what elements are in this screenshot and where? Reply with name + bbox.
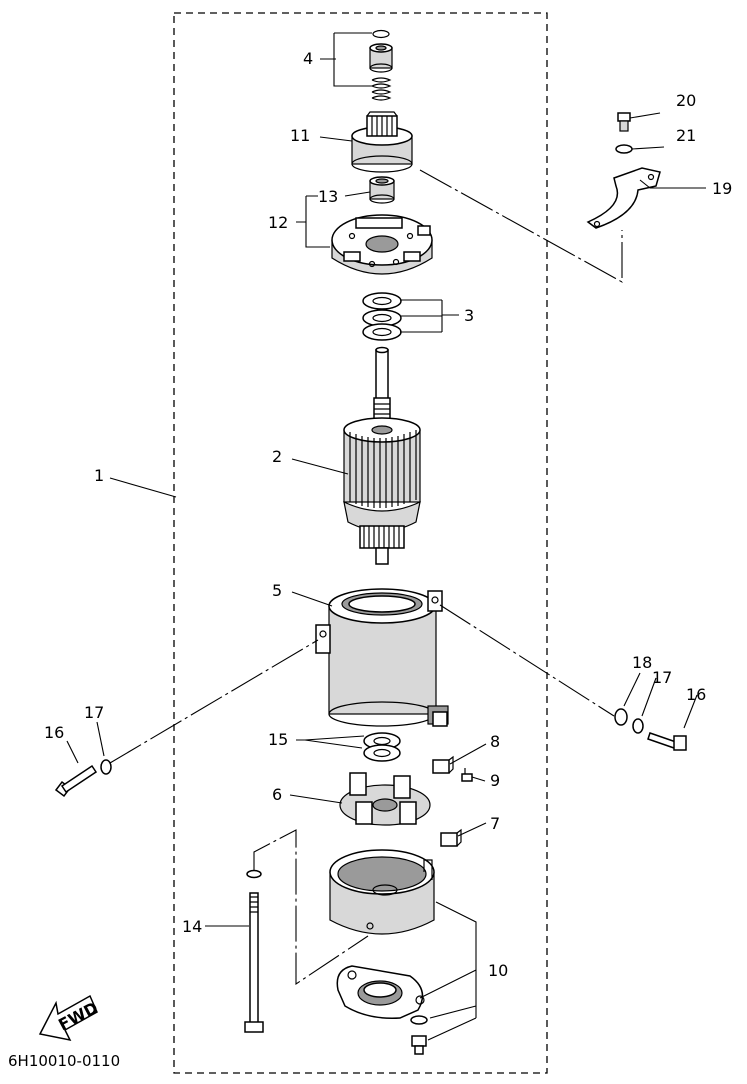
- leader-lines: [66, 32, 706, 1041]
- part-11-pinion-gear: [351, 111, 413, 173]
- callout-19: 19: [712, 179, 732, 198]
- callout-8: 8: [490, 732, 500, 751]
- callout-17-right: 17: [652, 668, 672, 687]
- callout-10: 10: [488, 961, 508, 980]
- assembly-boundary: [173, 12, 548, 1074]
- part-5-yoke: [315, 588, 449, 727]
- callout-2: 2: [272, 447, 282, 466]
- callout-13: 13: [318, 187, 338, 206]
- part-15-washer: [363, 732, 401, 762]
- part-19-20-21-bracket-set: [586, 112, 661, 229]
- callout-1: 1: [94, 466, 104, 485]
- callout-20: 20: [676, 91, 696, 110]
- callout-15: 15: [268, 730, 288, 749]
- callout-7: 7: [490, 814, 500, 833]
- callout-11: 11: [290, 126, 310, 145]
- part-6-brush-holder: [339, 772, 431, 826]
- callout-3: 3: [464, 306, 474, 325]
- callout-21: 21: [676, 126, 696, 145]
- part-7-brush: [440, 828, 462, 847]
- part-16-17-left-bolt: [54, 759, 112, 798]
- callout-17-left: 17: [84, 703, 104, 722]
- callout-labels: 1 2 3 4 5 6 7 8 9 10 11 12 13 14 15 16 1…: [44, 49, 732, 980]
- part-3-washers: [362, 292, 402, 341]
- part-9-spring: [461, 768, 473, 782]
- callout-4: 4: [303, 49, 313, 68]
- part-16-17-18-right-bolt: [614, 708, 687, 751]
- callout-14: 14: [182, 917, 202, 936]
- diagram-code: 6H10010-0110: [8, 1052, 120, 1070]
- callout-16-right: 16: [686, 685, 706, 704]
- part-2-armature: [343, 346, 421, 565]
- callout-18: 18: [632, 653, 652, 672]
- part-4-pinion-stop-set: [369, 29, 393, 101]
- callout-6: 6: [272, 785, 282, 804]
- fwd-arrow-icon: FWD: [38, 994, 101, 1042]
- callout-12: 12: [268, 213, 288, 232]
- callout-9: 9: [490, 771, 500, 790]
- part-12-front-bracket: [331, 214, 433, 275]
- part-13-bushing: [369, 176, 395, 204]
- part-8-brush: [432, 755, 454, 774]
- part-14-through-bolt: [244, 869, 264, 1033]
- part-10-rear-cover: [329, 849, 435, 1055]
- callout-16-left: 16: [44, 723, 64, 742]
- callout-5: 5: [272, 581, 282, 600]
